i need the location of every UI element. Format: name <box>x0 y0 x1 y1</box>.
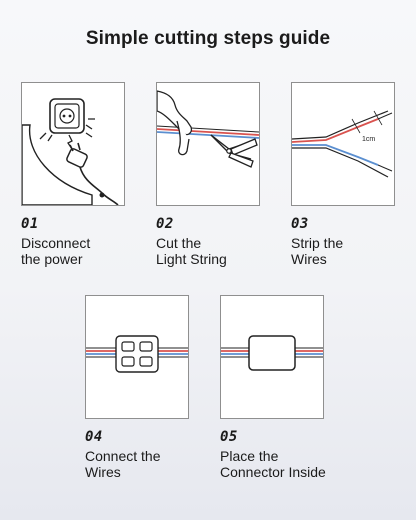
step-label: Connect the Wires <box>85 448 161 480</box>
step-label: Strip the Wires <box>291 235 344 267</box>
wire-strip-icon: 1cm <box>292 110 393 178</box>
step-number: 03 <box>291 216 309 232</box>
wire-connector-icon <box>86 335 188 373</box>
page-title: Simple cutting steps guide <box>85 28 331 49</box>
step-label: Place the Connector Inside <box>220 448 326 480</box>
step-3-illustration: 1cm <box>291 82 395 206</box>
step-number: 02 <box>156 216 174 232</box>
measure-label: 1cm <box>362 136 375 143</box>
step-2-illustration <box>156 82 260 206</box>
step-number: 04 <box>85 429 103 445</box>
step-5-illustration <box>220 295 324 419</box>
step-3: 1cm 03 Strip the Wires <box>291 82 395 267</box>
unplug-icon <box>22 98 119 205</box>
step-1-illustration <box>21 82 125 206</box>
step-2: 02 Cut the Light String <box>156 82 260 267</box>
step-label: Cut the Light String <box>156 235 227 267</box>
scissors-cut-icon <box>157 90 259 168</box>
step-number: 05 <box>220 429 238 445</box>
step-number: 01 <box>21 216 39 232</box>
step-1: 01 Disconnect the power <box>21 82 125 267</box>
step-4: 04 Connect the Wires <box>85 295 189 480</box>
step-4-illustration <box>85 295 189 419</box>
connector-box-icon <box>221 335 323 371</box>
step-5: 05 Place the Connector Inside <box>220 295 326 480</box>
step-label: Disconnect the power <box>21 235 91 267</box>
